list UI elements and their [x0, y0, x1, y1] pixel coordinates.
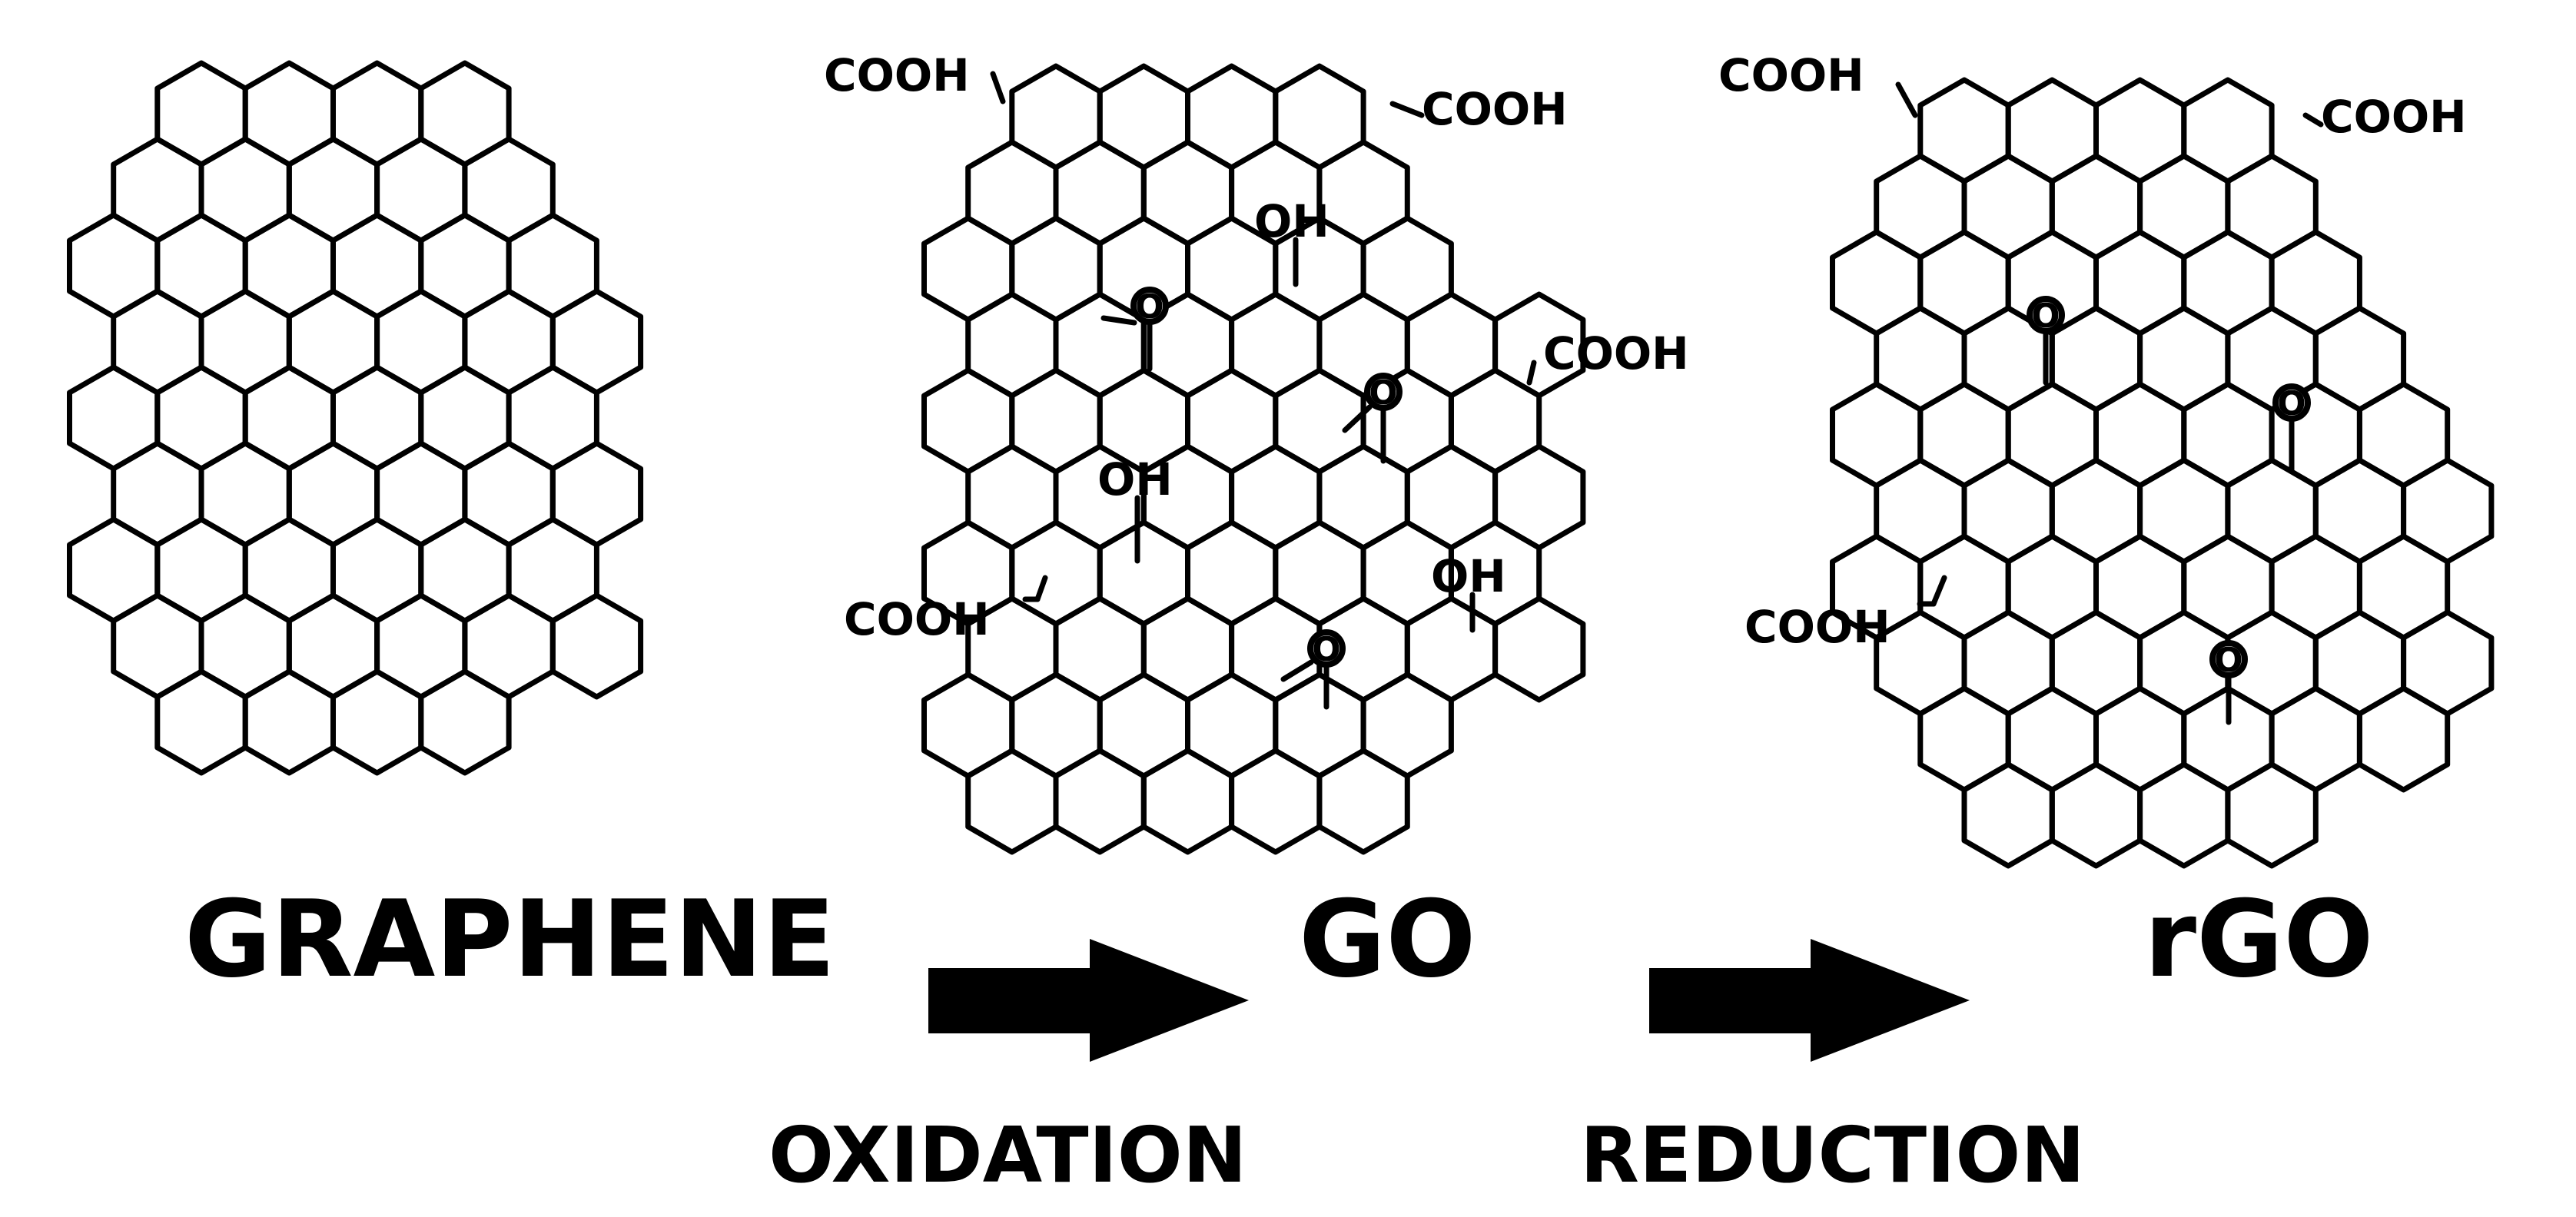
rgo-epoxy-group: O [2209, 640, 2248, 725]
carbon-ring [2356, 685, 2451, 793]
epoxy-ring [1130, 287, 1169, 325]
go-carboxyl-group: COOH [844, 575, 1048, 645]
go-epoxy-group: O [1342, 373, 1403, 464]
go-epoxy-group: O [1280, 629, 1346, 710]
go-hydroxyl-group: OH [1254, 195, 1329, 287]
hydroxyl-label: OH [1097, 453, 1173, 506]
carbon-ring [1140, 748, 1235, 855]
carboxyl-label: COOH [824, 49, 970, 101]
carboxyl-label: COOH [2321, 91, 2467, 143]
carbon-ring [1053, 748, 1147, 855]
carbon-ring [330, 668, 424, 776]
oxidation-label: OXIDATION [768, 1110, 1247, 1200]
rgo-carboxyl-group: COOH [1718, 49, 1918, 118]
carbon-ring [2049, 761, 2143, 869]
carbon-ring [1316, 748, 1410, 855]
carbon-ring [2137, 761, 2231, 869]
epoxy-label: O [1135, 287, 1164, 327]
epoxy-label: O [1312, 630, 1340, 669]
go-hydroxyl-group: OH [1097, 453, 1173, 564]
go-epoxy-group: O [1100, 287, 1169, 372]
graphene-label: GRAPHENE [184, 877, 835, 1001]
carbon-ring [549, 592, 644, 700]
epoxy-label: O [2277, 384, 2305, 423]
epoxy-label: O [2031, 297, 2060, 336]
go-carboxyl-group: COOH [1526, 327, 1689, 386]
carboxyl-label: COOH [1543, 327, 1689, 380]
epoxy-ring [2272, 383, 2311, 422]
rgo-functional-groups: COOH COOH O O COOH O [1718, 49, 2467, 725]
rgo-carboxyl-group: COOH [2302, 91, 2467, 143]
go-carboxyl-group: COOH [1389, 83, 1568, 135]
rgo-epoxy-group: O [2027, 296, 2065, 386]
reduction-label: REDUCTION [1580, 1110, 2085, 1200]
reduction-arrow [1649, 939, 1970, 1062]
epoxy-label: O [2214, 641, 2242, 680]
rgo-carboxyl-group: COOH [1744, 575, 1947, 653]
rgo-epoxy-group: O [2272, 383, 2311, 473]
epoxy-ring [2027, 296, 2065, 334]
rgo-label: rGO [2144, 877, 2374, 1001]
carboxyl-label: COOH [1422, 83, 1568, 135]
rgo-lattice [1830, 77, 2495, 869]
hydroxyl-label: OH [1431, 550, 1506, 602]
epoxy-ring [2209, 640, 2248, 678]
go-lattice [921, 63, 1586, 855]
carbon-ring [418, 668, 512, 776]
go-functional-groups: COOH COOH OH O COOH O OH [824, 49, 1689, 710]
carbon-ring [1229, 748, 1323, 855]
go-carboxyl-group: COOH [824, 49, 1006, 104]
carboxyl-label: COOH [844, 593, 990, 645]
carboxyl-label: COOH [1718, 49, 1864, 101]
hydroxyl-label: OH [1254, 195, 1329, 247]
epoxy-label: O [1369, 373, 1397, 413]
epoxy-ring [1364, 373, 1403, 411]
epoxy-ring [1307, 629, 1346, 668]
carbon-ring [2225, 761, 2319, 869]
carbon-ring [242, 668, 336, 776]
graphene-lattice [67, 60, 644, 776]
carbon-ring [965, 748, 1059, 855]
carbon-ring [1492, 595, 1586, 703]
carbon-ring [154, 668, 248, 776]
oxidation-arrow [928, 939, 1249, 1062]
go-hydroxyl-group: OH [1431, 550, 1506, 633]
carbon-ring [1961, 761, 2055, 869]
carboxyl-label: COOH [1744, 601, 1891, 653]
go-label: GO [1299, 877, 1476, 1001]
